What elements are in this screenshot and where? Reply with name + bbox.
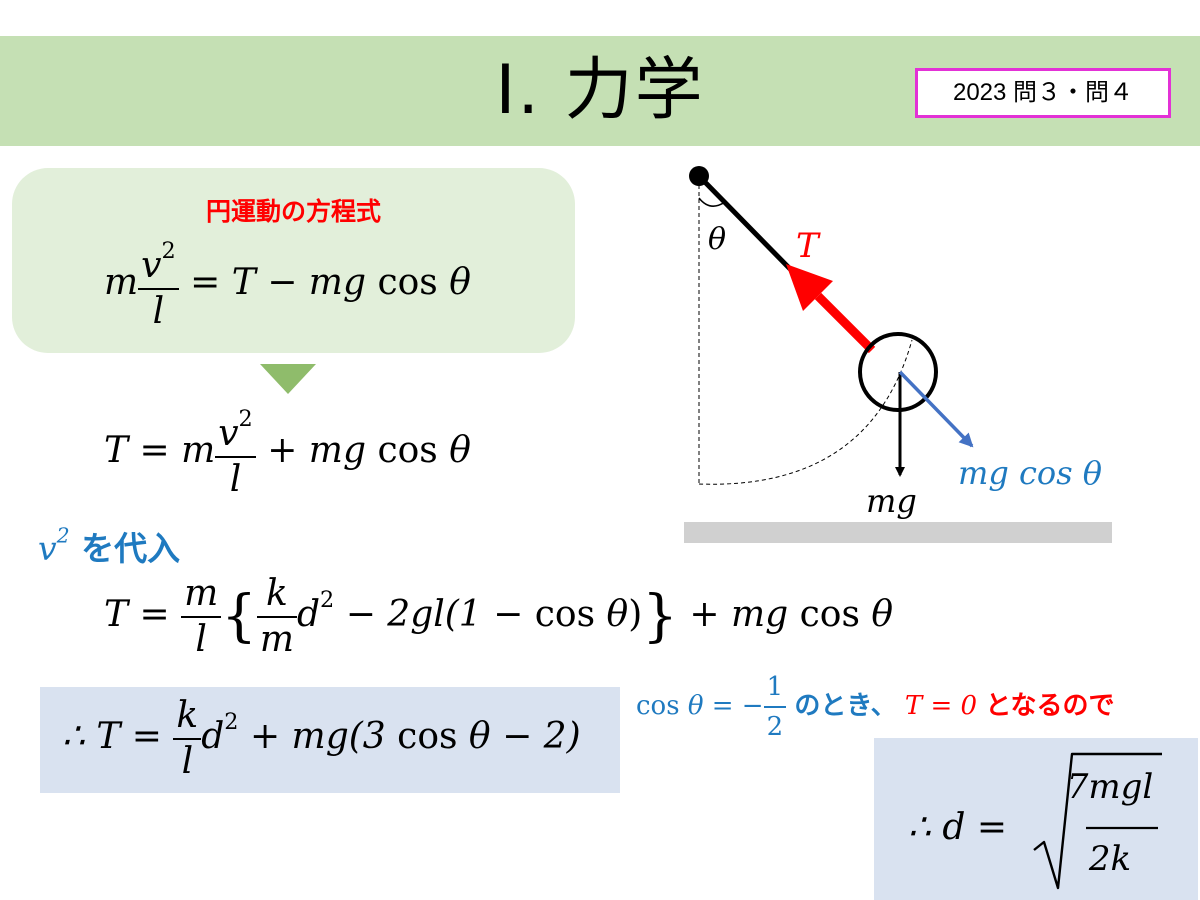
eq-theta: θ	[606, 594, 629, 635]
label-exponent: 2	[56, 523, 70, 548]
eq-term-m: m	[259, 619, 294, 660]
cond-equals: = −	[703, 691, 764, 721]
eq-term-k: k	[256, 576, 297, 618]
exponent: 2	[320, 587, 335, 614]
eq-term-l: l	[152, 290, 165, 332]
reference-badge: 2023 問３・問４	[915, 68, 1171, 118]
cond-cos: cos	[636, 691, 680, 721]
eq-lhs: T =	[104, 594, 170, 635]
eq-lhs: T = m	[104, 429, 216, 471]
page-title: Ⅰ. 力学	[495, 51, 705, 130]
eq-close-paren: )	[628, 594, 643, 635]
right-brace: }	[642, 584, 678, 649]
cond-theta: θ	[687, 691, 704, 721]
pendulum-string	[697, 174, 798, 277]
cond-t-zero: T = 0	[904, 691, 978, 721]
eq-theta: θ	[468, 716, 491, 757]
gravity-label: mg	[866, 482, 917, 520]
eq-theta: θ	[449, 261, 471, 303]
eq-cos: cos	[377, 261, 438, 303]
eq-term-d: d	[201, 716, 225, 757]
eq-cos: cos	[534, 594, 596, 635]
label-v: v	[38, 529, 57, 568]
eq-tail: + mg	[689, 594, 789, 635]
eq-tail: − 2)	[502, 716, 581, 757]
substitute-label: v2 を代入	[38, 522, 180, 570]
pendulum-bob	[858, 332, 938, 412]
d-eq-numerator: 7mgl	[1066, 767, 1154, 807]
eq-rhs: = T − mg	[190, 261, 366, 303]
sqrt-symbol	[1033, 752, 1162, 890]
ground	[684, 522, 1112, 543]
down-arrow-icon	[260, 364, 316, 394]
tension-arrow-shaft	[814, 292, 876, 354]
theta-label: θ	[708, 222, 726, 257]
pendulum-diagram: θ T mg mg cos θ	[689, 166, 1102, 520]
gravity-component-arrow	[898, 370, 974, 448]
eq-cos: cos	[377, 429, 438, 471]
eq-term-l: l	[195, 619, 207, 660]
d-eq-denominator: 2k	[1088, 839, 1132, 879]
eq-term-k: k	[173, 698, 202, 740]
eq-term-m: m	[104, 261, 139, 303]
swing-arc	[698, 339, 913, 485]
left-brace: {	[221, 584, 257, 649]
eq-theta: θ	[871, 594, 894, 635]
circular-motion-box	[12, 168, 575, 353]
label-text: を代入	[69, 529, 181, 568]
cond-num: 1	[763, 672, 787, 708]
circular-motion-heading: 円運動の方程式	[205, 197, 381, 226]
eq-term-v: v	[218, 412, 239, 454]
eq-lhs: ∴ T =	[62, 716, 162, 757]
eq-mid: + mg(3	[249, 716, 386, 757]
tension-label: T	[796, 226, 821, 266]
pivot-point	[689, 166, 709, 186]
eq-rhs: + mg	[267, 429, 366, 471]
eq-cos: cos	[397, 716, 458, 757]
eq-term-d: d	[297, 594, 321, 635]
exponent: 2	[238, 406, 253, 432]
fraction-v2-over-l: v2 l	[138, 240, 179, 330]
fraction-v2-over-l: v2 l	[215, 408, 256, 498]
eq-term-v: v	[141, 244, 162, 286]
cond-text-so: となるので	[985, 691, 1115, 721]
d-eq-lhs: ∴ d =	[908, 807, 1007, 848]
cond-den: 2	[766, 712, 784, 742]
tension-arrow-head	[786, 264, 833, 311]
eq-mid: − 2gl(1 −	[334, 594, 535, 635]
eq-term-l: l	[229, 458, 242, 500]
component-label: mg cos θ	[958, 454, 1102, 492]
result-box	[40, 687, 620, 793]
eq-cos: cos	[799, 594, 860, 635]
eq-term-l: l	[181, 741, 194, 782]
exponent: 2	[224, 709, 239, 736]
exponent: 2	[161, 238, 176, 264]
d-result-box	[874, 738, 1198, 900]
eq-theta: θ	[449, 429, 471, 471]
eq-term-m: m	[181, 576, 222, 618]
cond-text-when: のとき、	[794, 691, 897, 721]
